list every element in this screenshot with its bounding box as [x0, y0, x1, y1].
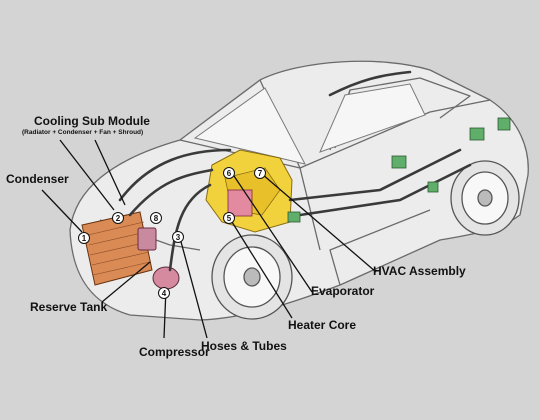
callout-6-number: 6: [227, 169, 232, 178]
callout-2: [112, 212, 124, 224]
label-evaporator: Evaporator: [311, 284, 375, 298]
windows: [193, 83, 426, 165]
callout-5-number: 5: [227, 214, 232, 223]
label-condenser: Condenser: [6, 172, 69, 186]
label-cooling-sub-module-detail: (Radiator + Condenser + Fan + Shroud): [22, 129, 144, 136]
callout-2-number: 2: [116, 214, 121, 223]
label-cooling-sub-module: Cooling Sub Module: [34, 114, 150, 128]
callout-3-number: 3: [176, 233, 181, 242]
callout-4: [158, 287, 170, 299]
callout-1: [78, 232, 90, 244]
heater-core-block: [227, 189, 253, 217]
callouts: 1 2 3 4 5 6 7 8: [78, 167, 266, 299]
callout-8-number: 8: [154, 214, 159, 223]
rear-wheel: [450, 160, 520, 236]
callout-8: [150, 212, 162, 224]
label-reserve-tank: Reserve Tank: [30, 300, 108, 314]
connectors: [287, 117, 511, 223]
compressor-block: [152, 266, 180, 290]
callout-7: [254, 167, 266, 179]
callout-1-number: 1: [82, 234, 87, 243]
label-hoses-tubes: Hoses & Tubes: [201, 339, 287, 353]
callout-6: [223, 167, 235, 179]
callout-3: [172, 231, 184, 243]
leader-lines: [41, 139, 377, 339]
label-hvac-assembly: HVAC Assembly: [373, 264, 466, 278]
hoses: [118, 70, 472, 272]
front-wheel: [211, 234, 293, 320]
reserve-tank-block: [137, 227, 157, 251]
callout-5: [223, 212, 235, 224]
label-compressor: Compressor: [139, 345, 210, 359]
label-heater-core: Heater Core: [288, 318, 357, 332]
callout-4-number: 4: [162, 289, 167, 298]
callout-7-number: 7: [258, 169, 263, 178]
